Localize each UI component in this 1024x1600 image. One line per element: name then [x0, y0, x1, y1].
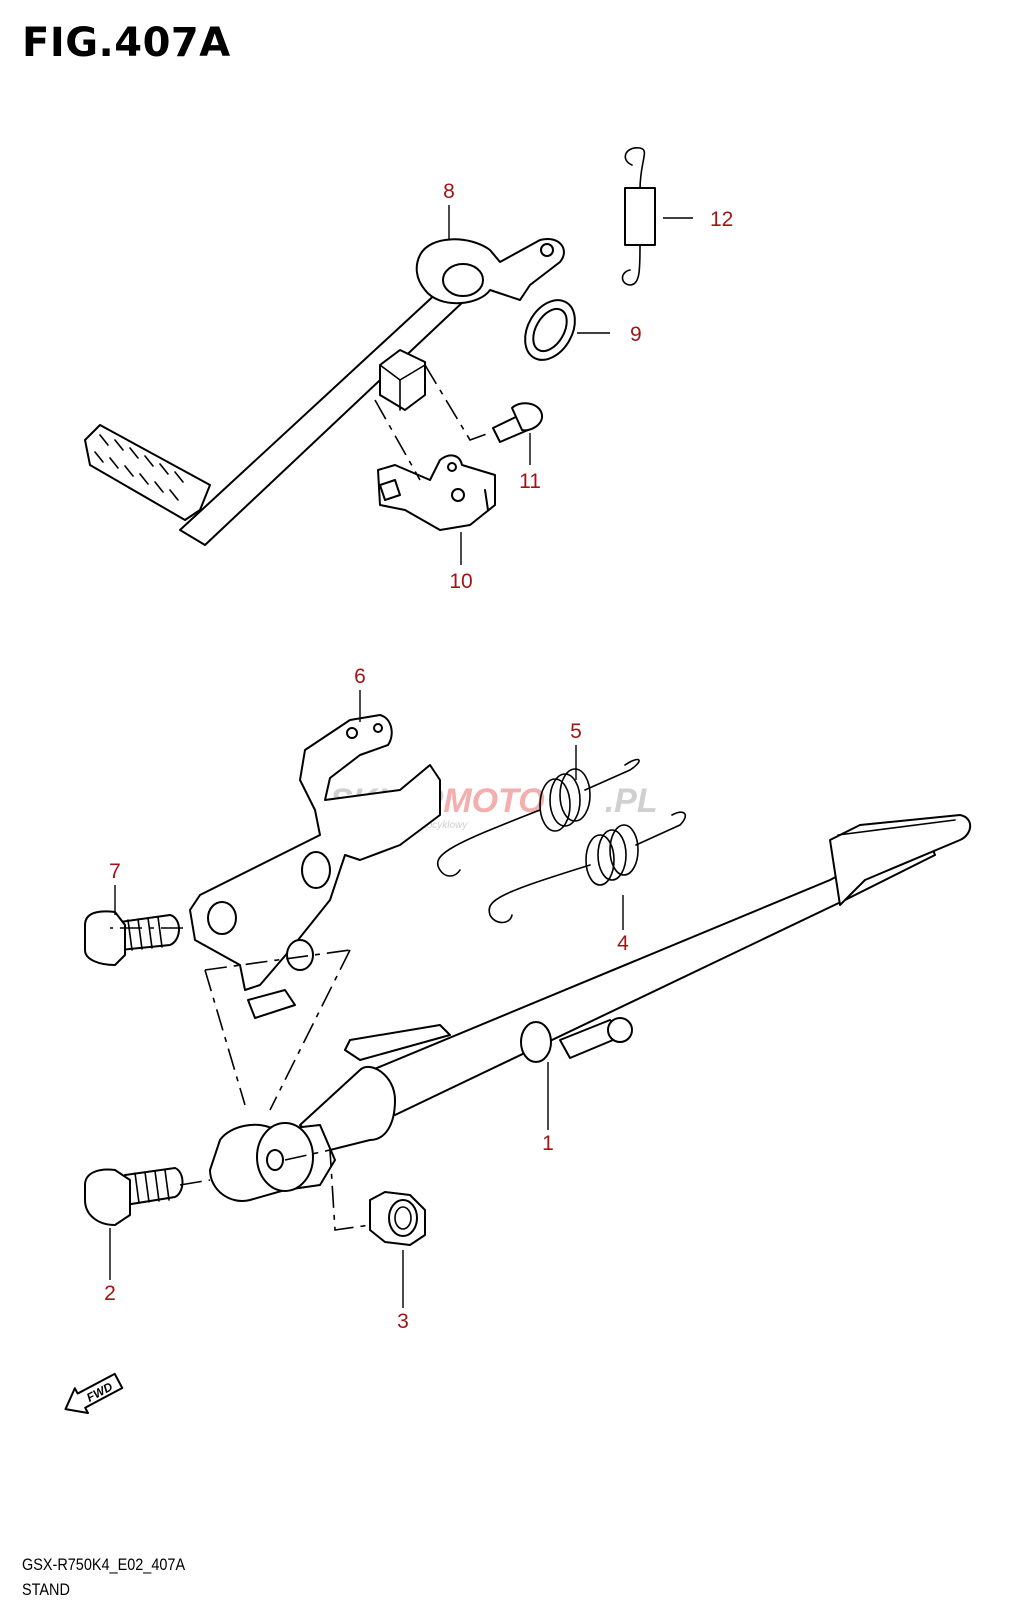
- part-3-nut: [369, 1191, 426, 1246]
- part-11-bolt: [492, 402, 544, 443]
- footer-diagram-name: STAND: [22, 1580, 70, 1599]
- callout-11: 11: [519, 470, 541, 493]
- watermark-brand-b: MOTO: [443, 782, 544, 820]
- assembly-lines: [110, 364, 493, 1231]
- fwd-arrow-icon: FWD: [64, 1372, 124, 1414]
- part-12-spring: [621, 147, 656, 286]
- callout-4: 4: [617, 932, 629, 955]
- watermark-brand-c: .PL: [605, 782, 658, 820]
- part-9-washer: [524, 299, 576, 361]
- callout-12: 12: [710, 208, 733, 231]
- callout-2: 2: [104, 1282, 116, 1305]
- part-7-bolt: [84, 910, 180, 966]
- part-1-side-stand: [209, 814, 972, 1202]
- callout-1: 1: [542, 1132, 554, 1155]
- callout-6: 6: [354, 665, 366, 688]
- part-4-spring: [488, 811, 687, 924]
- part-2-bolt: [84, 1167, 184, 1226]
- callout-9: 9: [630, 323, 642, 346]
- part-8-brake-pedal: [84, 238, 565, 546]
- callout-10: 10: [449, 570, 472, 593]
- part-6-stand-bracket: [189, 714, 441, 1019]
- callout-3: 3: [397, 1310, 409, 1333]
- part-10-bracket: [377, 454, 496, 531]
- callout-5: 5: [570, 720, 582, 743]
- footer-diagram-code: GSX-R750K4_E02_407A: [22, 1555, 186, 1574]
- callout-7: 7: [109, 860, 121, 883]
- callouts: 8 12 9 11 10 6 5 4 7 1 2 3: [104, 180, 733, 1333]
- figure-title: FIG.407A: [22, 20, 231, 66]
- part-5-spring: [436, 758, 640, 877]
- leader-lines: [109, 205, 693, 1308]
- callout-8: 8: [443, 180, 455, 203]
